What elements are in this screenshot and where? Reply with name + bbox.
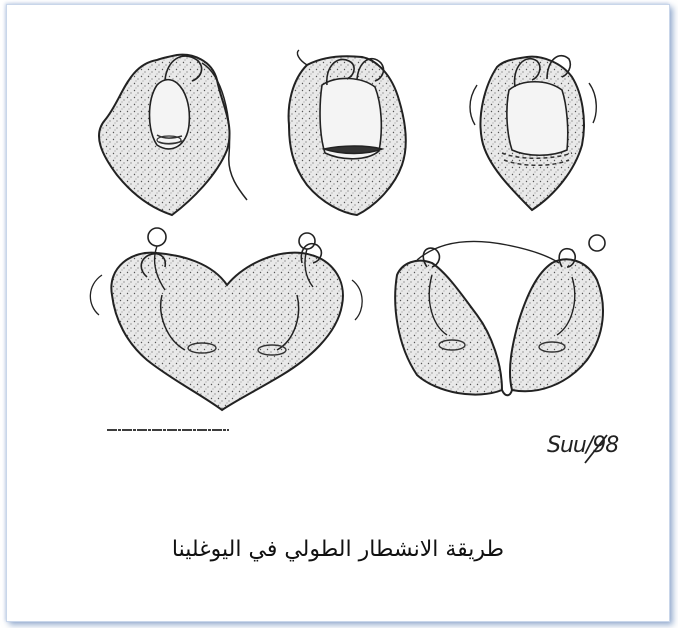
stage-4-cell <box>90 228 362 410</box>
artist-signature: Suu/98 <box>547 433 618 458</box>
stage-1-cell <box>99 55 247 215</box>
stage-5-cells <box>395 235 605 395</box>
stage-3-cell <box>470 56 596 210</box>
figure-caption: طريقة الانشطار الطولي في اليوغلينا <box>7 537 669 562</box>
figure-frame: Suu/98 طريقة الانشطار الطولي في اليوغلين… <box>6 4 670 622</box>
stage-2-cell <box>289 50 406 215</box>
euglena-fission-drawing <box>7 5 669 621</box>
